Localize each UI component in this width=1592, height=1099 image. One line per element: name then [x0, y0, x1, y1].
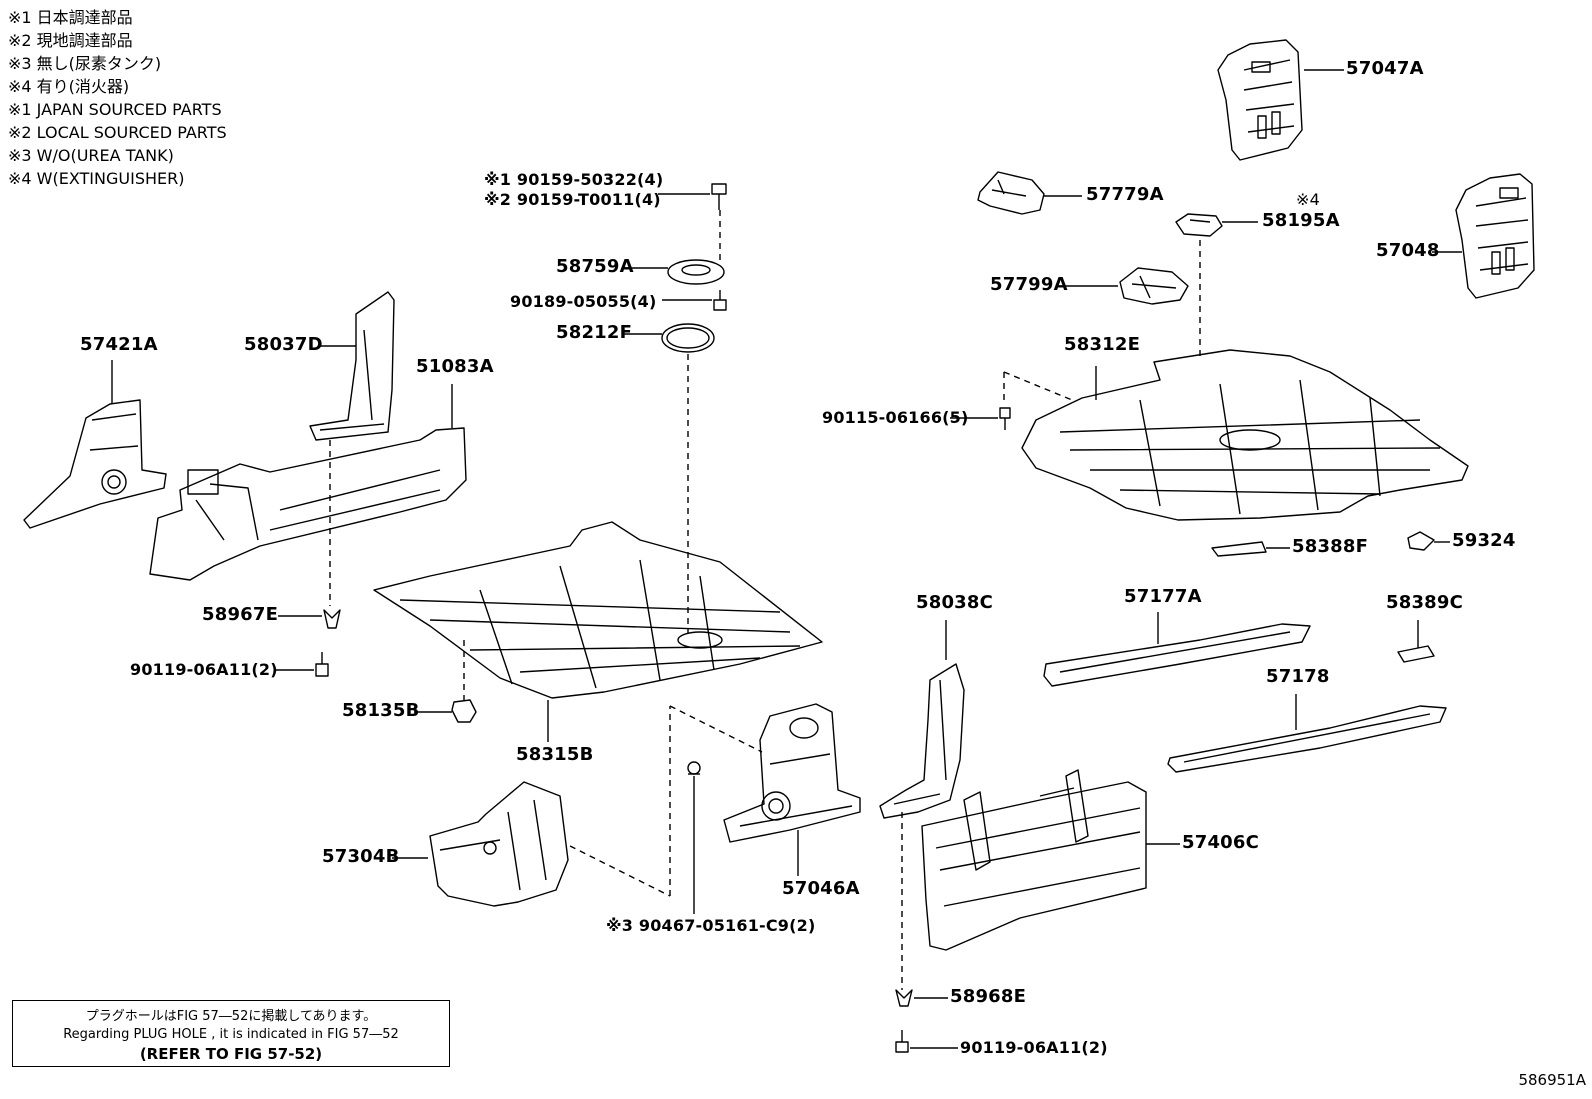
bolt-90119b-drawing: [895, 1030, 909, 1053]
bolt-90119a-drawing: [315, 652, 329, 677]
part-51083A-drawing: [149, 427, 467, 581]
legend-line: ※3 無し(尿素タンク): [8, 54, 162, 73]
part-label-90119-left: 90119-06A11(2): [130, 660, 278, 679]
part-57304B-drawing: [429, 781, 569, 907]
part-58388F-drawing: [1211, 541, 1267, 557]
bolt-90115-drawing: [999, 407, 1011, 430]
legend-line: ※1 JAPAN SOURCED PARTS: [8, 100, 222, 119]
note-reference: (REFER TO FIG 57-52): [139, 1045, 323, 1063]
legend-line: ※4 有り(消火器): [8, 77, 130, 96]
part-57421A-drawing: [23, 399, 167, 529]
part-label-90115: 90115-06166(5): [822, 408, 969, 427]
legend-line: ※2 現地調達部品: [8, 31, 133, 50]
part-label-57421A: 57421A: [80, 334, 158, 355]
part-label-90159-japan: ※1 90159-50322(4): [484, 170, 664, 189]
part-label-57799A: 57799A: [990, 274, 1068, 295]
part-label-58389C: 58389C: [1386, 592, 1464, 613]
part-label-58038C: 58038C: [916, 592, 994, 613]
clip-58968E-drawing: [895, 989, 913, 1007]
part-58315B-drawing: [373, 521, 823, 699]
part-label-58135B: 58135B: [342, 700, 420, 721]
part-label-57046A: 57046A: [782, 878, 860, 899]
part-label-58037D: 58037D: [244, 334, 323, 355]
parts-legend: ※1 日本調達部品 ※2 現地調達部品 ※3 無し(尿素タンク) ※4 有り(消…: [8, 6, 227, 190]
part-label-58388F: 58388F: [1292, 536, 1369, 557]
part-label-57406C: 57406C: [1182, 832, 1260, 853]
part-label-90467: ※3 90467-05161-C9(2): [606, 916, 816, 935]
part-57048-drawing: [1455, 173, 1535, 299]
bolt-90159-drawing: [711, 183, 727, 210]
part-label-58759A: 58759A: [556, 256, 634, 277]
part-58195A-drawing: [1175, 213, 1223, 237]
figure-id: 586951A: [1518, 1071, 1586, 1089]
part-label-90189: 90189-05055(4): [510, 292, 657, 311]
part-58037D-drawing: [309, 291, 395, 441]
reference-note-box: プラグホールはFIG 57―52に掲載してあります。 Regarding PLU…: [12, 1000, 450, 1067]
part-label-58195A: 58195A: [1262, 210, 1340, 231]
clip-58967E-drawing: [323, 609, 341, 629]
part-58389C-drawing: [1397, 645, 1435, 663]
part-58312E-drawing: [1021, 349, 1469, 521]
part-58759A-drawing: [667, 259, 725, 285]
part-59324-drawing: [1407, 531, 1435, 551]
part-57047A-drawing: [1217, 39, 1303, 161]
part-label-57178: 57178: [1266, 666, 1330, 687]
part-label-57048: 57048: [1376, 240, 1440, 261]
part-note-58195A: ※4: [1296, 190, 1320, 209]
bolt-90189-drawing: [713, 290, 727, 311]
part-58212F-drawing: [661, 323, 715, 353]
note-japanese: プラグホールはFIG 57―52に掲載してあります。: [85, 1009, 377, 1024]
part-57046A-drawing: [723, 703, 861, 843]
part-57406C-drawing: [921, 769, 1147, 951]
part-label-90119-right: 90119-06A11(2): [960, 1038, 1108, 1057]
part-label-58212F: 58212F: [556, 322, 633, 343]
part-label-57779A: 57779A: [1086, 184, 1164, 205]
clip-58135B-drawing: [451, 699, 477, 723]
part-label-90159-local: ※2 90159-T0011(4): [484, 190, 661, 209]
legend-line: ※3 W/O(UREA TANK): [8, 146, 174, 165]
part-58038C-drawing: [879, 663, 965, 819]
grommet-90467-drawing: [687, 761, 701, 775]
part-label-58967E: 58967E: [202, 604, 279, 625]
part-label-57047A: 57047A: [1346, 58, 1424, 79]
part-label-57304B: 57304B: [322, 846, 400, 867]
part-label-59324: 59324: [1452, 530, 1516, 551]
part-57799A-drawing: [1119, 267, 1189, 305]
note-english: Regarding PLUG HOLE , it is indicated in…: [63, 1027, 399, 1042]
part-label-58968E: 58968E: [950, 986, 1027, 1007]
part-57177A-drawing: [1043, 623, 1311, 687]
part-label-58315B: 58315B: [516, 744, 594, 765]
part-label-51083A: 51083A: [416, 356, 494, 377]
legend-line: ※2 LOCAL SOURCED PARTS: [8, 123, 227, 142]
part-57779A-drawing: [977, 171, 1045, 215]
legend-line: ※4 W(EXTINGUISHER): [8, 169, 185, 188]
part-57178-drawing: [1167, 705, 1447, 773]
legend-line: ※1 日本調達部品: [8, 8, 133, 27]
part-label-58312E: 58312E: [1064, 334, 1141, 355]
part-label-57177A: 57177A: [1124, 586, 1202, 607]
